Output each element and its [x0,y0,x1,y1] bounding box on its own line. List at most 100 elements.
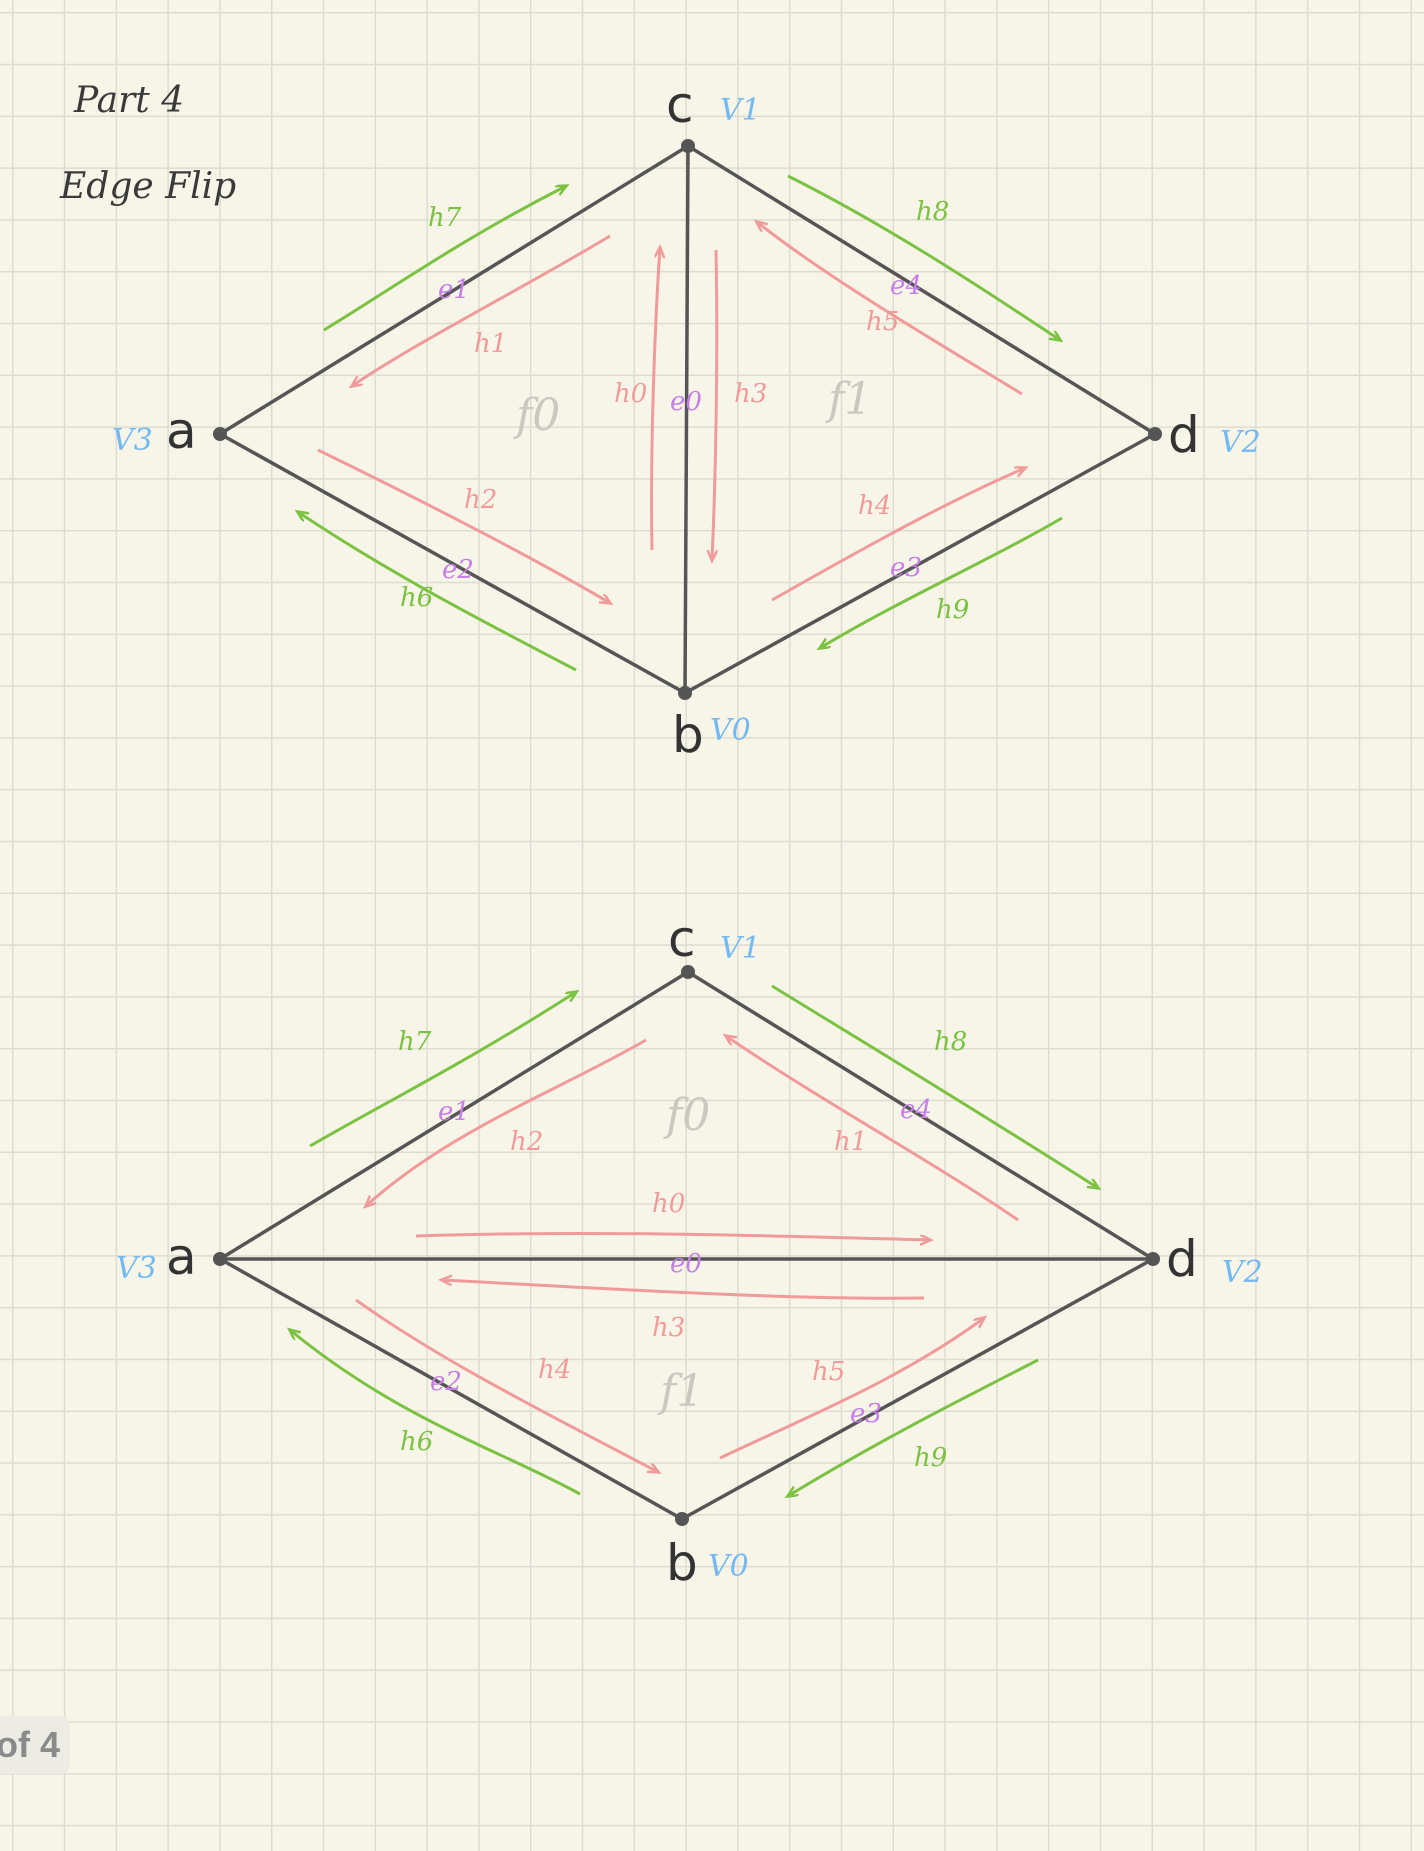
halfedge-label-h3: h3 [734,379,767,409]
vertex-dot-a [213,1252,227,1266]
halfedge-arrow-h7 [323,186,566,332]
vertex-label-c: c [668,910,696,968]
halfedge-arrow-h1 [726,1036,1019,1222]
vertex-label-a: a [166,402,197,460]
edge-line-c-d [687,144,1156,436]
after-vertices [213,965,1160,1526]
vertex-dot-d [1148,427,1162,441]
before-mesh-edges [219,144,1156,695]
halfedge-label-h9: h9 [914,1443,947,1473]
vertex-label-d: d [1166,1230,1198,1288]
vertex-dot-a [213,427,227,441]
vertex-index-a: V3 [112,423,153,458]
vertex-label-b: b [672,706,704,764]
halfedge-label-h9: h9 [936,595,969,625]
halfedge-label-h5: h5 [812,1357,845,1387]
halfedge-label-h0: h0 [614,379,647,409]
before-edge-labels: e0 e1 e2 e3 e4 [438,271,922,585]
halfedge-arrow-h5 [719,1318,984,1460]
vertex-index-b: V0 [710,713,751,748]
edge-line-a-c [219,144,689,436]
vertex-dot-c [681,965,695,979]
halfedge-label-h8: h8 [916,197,949,227]
halfedge-label-h3: h3 [652,1313,685,1343]
edge-label-e2: e2 [430,1367,462,1397]
vertex-label-a: a [166,1228,197,1286]
edge-label-e1: e1 [438,275,470,305]
after-inner-halfedges [355,1036,1019,1472]
edge-label-e4: e4 [900,1095,932,1125]
halfedge-label-h6: h6 [400,583,433,613]
after-halfedge-labels: h0 h1 h2 h3 h4 h5 h6 h7 h8 h9 [398,1027,967,1473]
topic-title: Edge Flip [59,166,236,207]
edge-line-b-a [219,432,686,695]
before-inner-halfedges [317,222,1025,603]
halfedge-arrow-h6 [298,512,577,672]
before-halfedge-labels: h0 h1 h2 h3 h4 h5 h6 h7 h8 h9 [400,197,969,625]
page-indicator: of 4 [0,1716,70,1774]
vertex-index-c: V1 [720,93,761,128]
edge-label-e3: e3 [890,553,922,583]
halfedge-label-h2: h2 [464,485,497,515]
vertex-label-d: d [1168,406,1200,464]
halfedge-label-h4: h4 [858,491,891,521]
before-vertices [213,139,1162,700]
edge-label-e1: e1 [438,1097,470,1127]
part-title: Part 4 [73,80,184,121]
halfedge-label-h1: h1 [834,1127,867,1157]
vertex-index-c: V1 [720,931,761,966]
face-label-f1: f1 [657,1366,704,1417]
edge-line-a-c [219,970,689,1261]
halfedge-label-h7: h7 [398,1027,432,1057]
before-outer-halfedges [298,174,1063,672]
after-edge-labels: e0 e1 e2 e3 e4 [430,1095,932,1429]
halfedge-arrow-h8 [787,174,1060,340]
halfedge-arrow-h3 [442,1280,925,1300]
face-label-f0: f0 [513,390,560,441]
halfedge-arrow-h0 [650,248,660,551]
vertex-label-b: b [666,1534,698,1592]
edge-line-b-a [219,1257,683,1521]
page-indicator-text: of 4 [0,1724,60,1765]
halfedge-label-h4: h4 [538,1355,571,1385]
halfedge-label-h7: h7 [428,203,462,233]
before-diagram: c V1 a V3 d V2 b V0 h0 h1 h2 h3 [112,76,1261,764]
vertex-dot-b [675,1512,689,1526]
halfedge-arrow-h9 [788,1358,1039,1496]
face-label-f0: f0 [663,1090,710,1141]
edge-line-c-d [687,970,1154,1261]
halfedge-label-h2: h2 [510,1127,543,1157]
halfedge-label-h5: h5 [866,307,899,337]
halfedge-label-h1: h1 [474,329,507,359]
after-mesh-edges [219,970,1154,1521]
edge-line-c-b [683,145,690,694]
after-diagram: c V1 a V3 d V2 b V0 h0 h1 h2 h3 h4 h5 [116,910,1263,1592]
halfedge-label-h8: h8 [934,1027,967,1057]
halfedge-arrow-h0 [415,1231,930,1240]
vertex-dot-c [681,139,695,153]
edge-label-e0: e0 [670,387,702,417]
halfedge-label-h6: h6 [400,1427,433,1457]
halfedge-arrow-h9 [820,516,1063,648]
halfedge-arrow-h5 [757,222,1023,396]
vertex-index-a: V3 [116,1251,157,1286]
halfedge-arrow-h3 [712,249,719,560]
halfedge-arrow-h4 [771,468,1025,602]
halfedge-arrow-h7 [309,992,576,1148]
edge-label-e0: e0 [670,1249,702,1279]
vertex-index-d: V2 [1222,1255,1263,1290]
edge-label-e3: e3 [850,1399,882,1429]
halfedge-arrow-h1 [352,234,611,386]
edge-line-d-b [684,432,1156,695]
vertex-index-d: V2 [1220,425,1261,460]
edge-label-e2: e2 [442,555,474,585]
halfedge-arrow-h4 [355,1298,658,1472]
face-label-f1: f1 [825,374,872,425]
vertex-label-c: c [666,76,694,134]
halfedge-arrow-h2 [317,448,610,603]
halfedge-arrow-h8 [771,984,1098,1188]
vertex-dot-d [1146,1252,1160,1266]
halfedge-label-h0: h0 [652,1189,685,1219]
vertex-dot-b [678,686,692,700]
